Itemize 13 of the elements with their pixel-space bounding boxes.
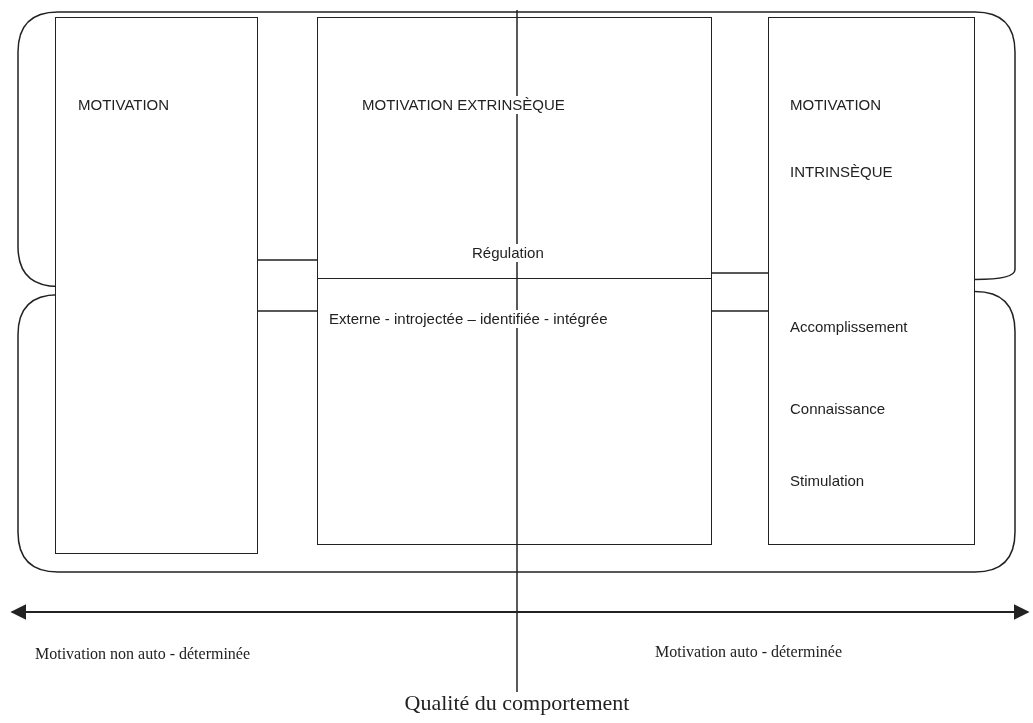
category-box bbox=[768, 17, 975, 545]
box-text: Externe - introjectée – identifiée - intégrée bbox=[329, 310, 608, 328]
box-text: Accomplissement bbox=[790, 318, 908, 336]
axis-label: Motivation auto - déterminée bbox=[655, 643, 843, 661]
connector-line bbox=[257, 259, 318, 312]
box-heading: MOTIVATION EXTRINSÈQUE bbox=[362, 96, 565, 114]
axis-label: Motivation non auto - déterminée bbox=[35, 645, 251, 663]
connector-line bbox=[711, 272, 769, 312]
caption: Qualité du comportement bbox=[404, 690, 630, 716]
box-text: Régulation bbox=[472, 244, 544, 262]
category-box bbox=[55, 17, 258, 554]
category-box bbox=[317, 17, 712, 545]
box-text: INTRINSÈQUE bbox=[790, 163, 893, 181]
